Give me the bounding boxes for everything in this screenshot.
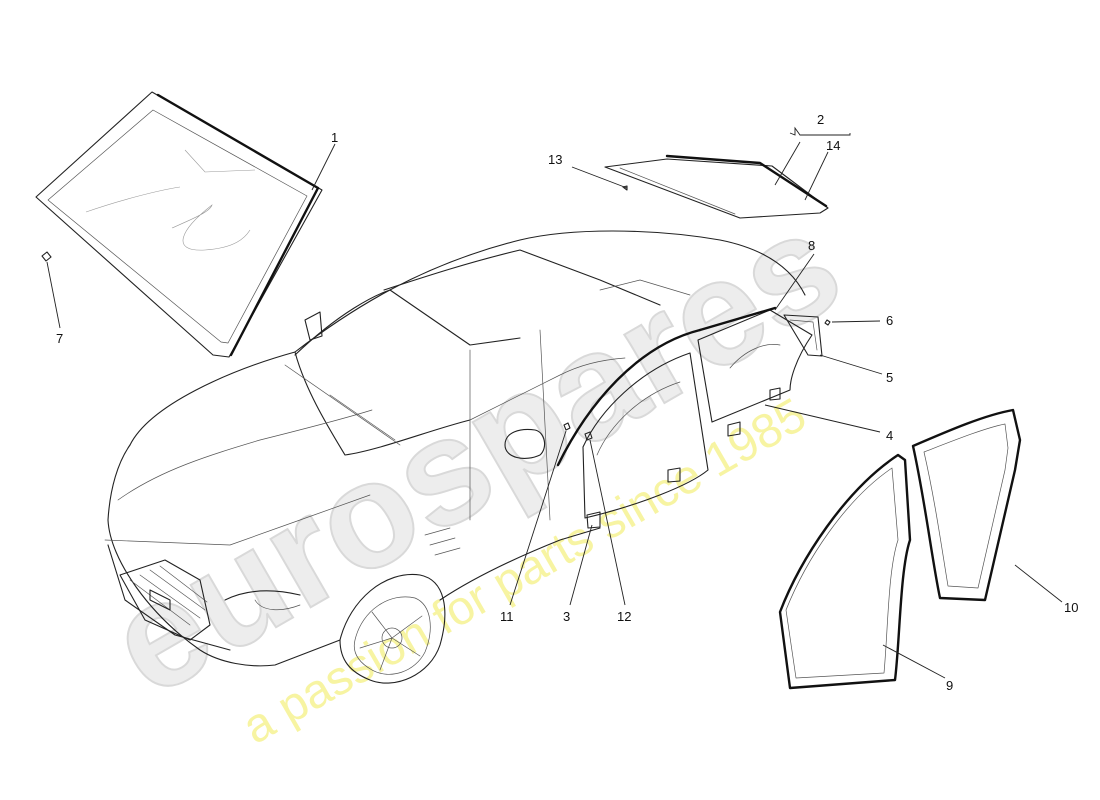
callout-1: 1 (331, 130, 338, 145)
callout-leaders (46, 126, 1063, 679)
windscreen[interactable] (35, 91, 323, 358)
callout-6: 6 (886, 313, 893, 328)
callout-5: 5 (886, 370, 893, 385)
callout-10: 10 (1064, 600, 1078, 615)
callout-4: 4 (886, 428, 893, 443)
callout-11: 11 (500, 609, 514, 624)
callout-7: 7 (56, 331, 63, 346)
glass-clips[interactable] (563, 422, 593, 441)
callouts: 1 2 3 4 5 6 7 8 9 10 11 12 13 14 (56, 112, 1078, 693)
callout-13: 13 (548, 152, 562, 167)
rear-door-seal[interactable] (911, 408, 1022, 602)
front-door-glass[interactable] (556, 328, 709, 529)
rear-door-glass[interactable] (697, 306, 813, 437)
callout-3: 3 (563, 609, 570, 624)
car-body (104, 230, 806, 684)
front-door-seal[interactable] (778, 453, 912, 690)
callout-12: 12 (617, 609, 631, 624)
watermark: eurospares a passion for parts since 198… (81, 177, 867, 755)
callout-8: 8 (808, 238, 815, 253)
callout-2: 2 (817, 112, 824, 127)
callout-9: 9 (946, 678, 953, 693)
callout-14: 14 (826, 138, 840, 153)
windscreen-clip[interactable] (41, 251, 52, 262)
